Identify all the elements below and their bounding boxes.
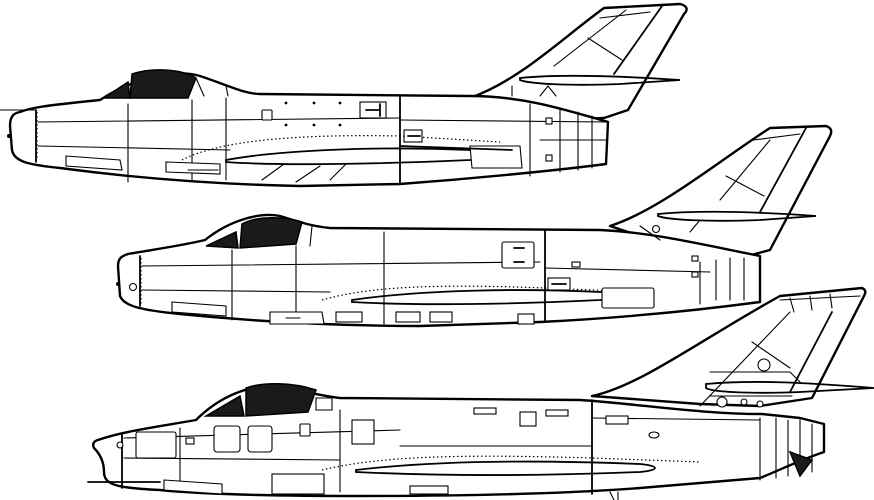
canopy: [245, 382, 317, 417]
tail-fin: [608, 124, 833, 260]
aircraft-2: [116, 124, 833, 328]
aircraft-3: [87, 286, 874, 500]
aircraft-1: [0, 2, 688, 188]
canopy: [239, 217, 303, 249]
canopy: [129, 69, 197, 99]
tail-fin: [590, 286, 867, 408]
wing-root: [181, 135, 501, 161]
tailplane: [519, 74, 681, 86]
wing-root: [321, 285, 641, 301]
tailplane: [657, 210, 817, 222]
wing-root: [321, 455, 701, 471]
tail-fin: [468, 2, 688, 122]
